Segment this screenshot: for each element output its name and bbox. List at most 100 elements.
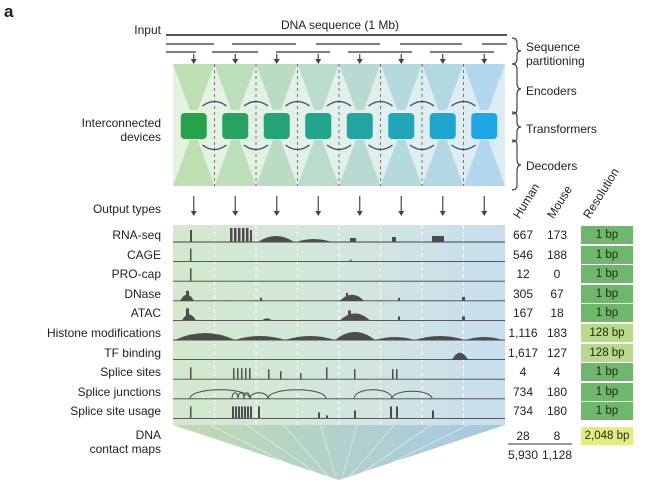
track-peak xyxy=(190,268,192,282)
track-peak xyxy=(326,367,328,380)
transformer-device xyxy=(429,113,456,139)
mouse-count: 188 xyxy=(546,247,568,262)
decoder-shape xyxy=(463,140,505,186)
resolution-badge: 1 bp xyxy=(581,226,633,244)
human-count: 734 xyxy=(512,404,534,419)
track-peak xyxy=(452,352,468,360)
track-peak xyxy=(260,297,262,301)
track-peak xyxy=(390,406,392,419)
partition-arrow-head xyxy=(398,59,405,64)
brace-label-sequence: Sequence xyxy=(526,40,581,54)
track-peak xyxy=(249,368,251,380)
total-mouse: 1,128 xyxy=(541,448,573,462)
transformer-device xyxy=(180,113,207,139)
track-peak xyxy=(233,368,235,380)
encoder-shape xyxy=(173,64,215,110)
contact-map-line xyxy=(320,424,336,477)
track-peak xyxy=(462,296,465,301)
track-peak xyxy=(296,239,332,242)
track-peak xyxy=(186,290,189,301)
decoder-shape xyxy=(256,140,298,186)
sequence-partition-segments xyxy=(166,43,507,53)
brace-label-transformers: Transformers xyxy=(526,122,597,136)
total-human: 5,930 xyxy=(507,448,539,462)
track-peak xyxy=(238,228,241,242)
contact-maps-mouse-count: 8 xyxy=(553,429,561,443)
track-peak xyxy=(392,237,396,242)
contact-map-line xyxy=(342,424,358,477)
track-label: Splice site usage xyxy=(70,404,161,419)
mouse-count: 0 xyxy=(553,267,561,282)
track-peak xyxy=(234,228,237,242)
transformer-device xyxy=(346,113,373,139)
human-count: 4 xyxy=(519,365,527,380)
mouse-count: 18 xyxy=(550,306,564,321)
mouse-count: 173 xyxy=(546,228,568,242)
track-peak xyxy=(348,310,351,321)
track-peak xyxy=(190,367,192,380)
track-peak xyxy=(415,336,465,340)
track-peak xyxy=(300,373,302,380)
track-peak xyxy=(244,406,246,419)
track-peak xyxy=(230,228,233,242)
decoder-shape xyxy=(214,140,256,186)
output-arrow-head xyxy=(481,211,488,216)
track-peak xyxy=(241,368,243,380)
decoder-shape xyxy=(173,140,215,186)
resolution-badge: 1 bp xyxy=(581,382,633,401)
track-peak xyxy=(237,368,239,380)
track-peak xyxy=(335,332,375,340)
track-label: ATAC xyxy=(130,306,161,321)
output-arrows xyxy=(190,196,488,216)
track-peak xyxy=(285,336,335,340)
transformer-device xyxy=(222,113,249,139)
partition-arrow-head xyxy=(273,59,280,64)
brace-label-decoders: Decoders xyxy=(526,159,578,173)
transformer-device xyxy=(305,113,332,139)
encoder-decoder-shapes xyxy=(173,64,505,186)
encoder-shape xyxy=(422,64,464,110)
track-peak xyxy=(245,368,247,380)
encoder-shape xyxy=(256,64,298,110)
panel-letter: a xyxy=(4,2,14,21)
encoder-shape xyxy=(297,64,339,110)
mouse-count: 127 xyxy=(546,345,568,360)
track-peak xyxy=(258,236,294,242)
track-peak xyxy=(318,412,320,419)
splice-junction-arc xyxy=(391,390,433,400)
track-label: TF binding xyxy=(104,345,161,360)
contact-map-line xyxy=(283,424,329,477)
mouse-count: 4 xyxy=(553,365,561,380)
track-label: RNA-seq xyxy=(112,228,161,242)
resolution-badge: 1 bp xyxy=(581,363,633,382)
track-peak xyxy=(235,336,285,340)
partition-arrow-head xyxy=(356,59,363,64)
track-peak xyxy=(432,236,444,242)
brace-label-partitioning: partitioning xyxy=(526,54,585,68)
human-count: 1,617 xyxy=(507,345,539,360)
track-peak xyxy=(346,292,348,301)
contact-map-triangle xyxy=(173,425,505,480)
partition-arrows xyxy=(190,54,488,64)
partition-arrow-head xyxy=(439,59,446,64)
track-peak xyxy=(354,369,356,380)
splice-junction-arc xyxy=(249,392,269,399)
human-count: 167 xyxy=(512,306,534,321)
track-label: PRO-cap xyxy=(111,267,161,282)
splice-junction-arc xyxy=(267,389,327,399)
resolution-badge: 1 bp xyxy=(581,402,633,421)
track-peak xyxy=(326,415,328,419)
output-arrow-head xyxy=(273,211,280,216)
output-arrow-head xyxy=(356,211,363,216)
contact-maps-label-line1: DNA xyxy=(135,428,161,442)
contact-map-line xyxy=(357,424,432,477)
track-peak xyxy=(190,230,192,242)
track-peak xyxy=(235,406,237,419)
output-arrow-head xyxy=(315,211,322,216)
track-peak xyxy=(465,337,503,340)
human-count: 667 xyxy=(512,228,534,242)
track-peak xyxy=(398,316,400,321)
partition-arrow-head xyxy=(481,59,488,64)
